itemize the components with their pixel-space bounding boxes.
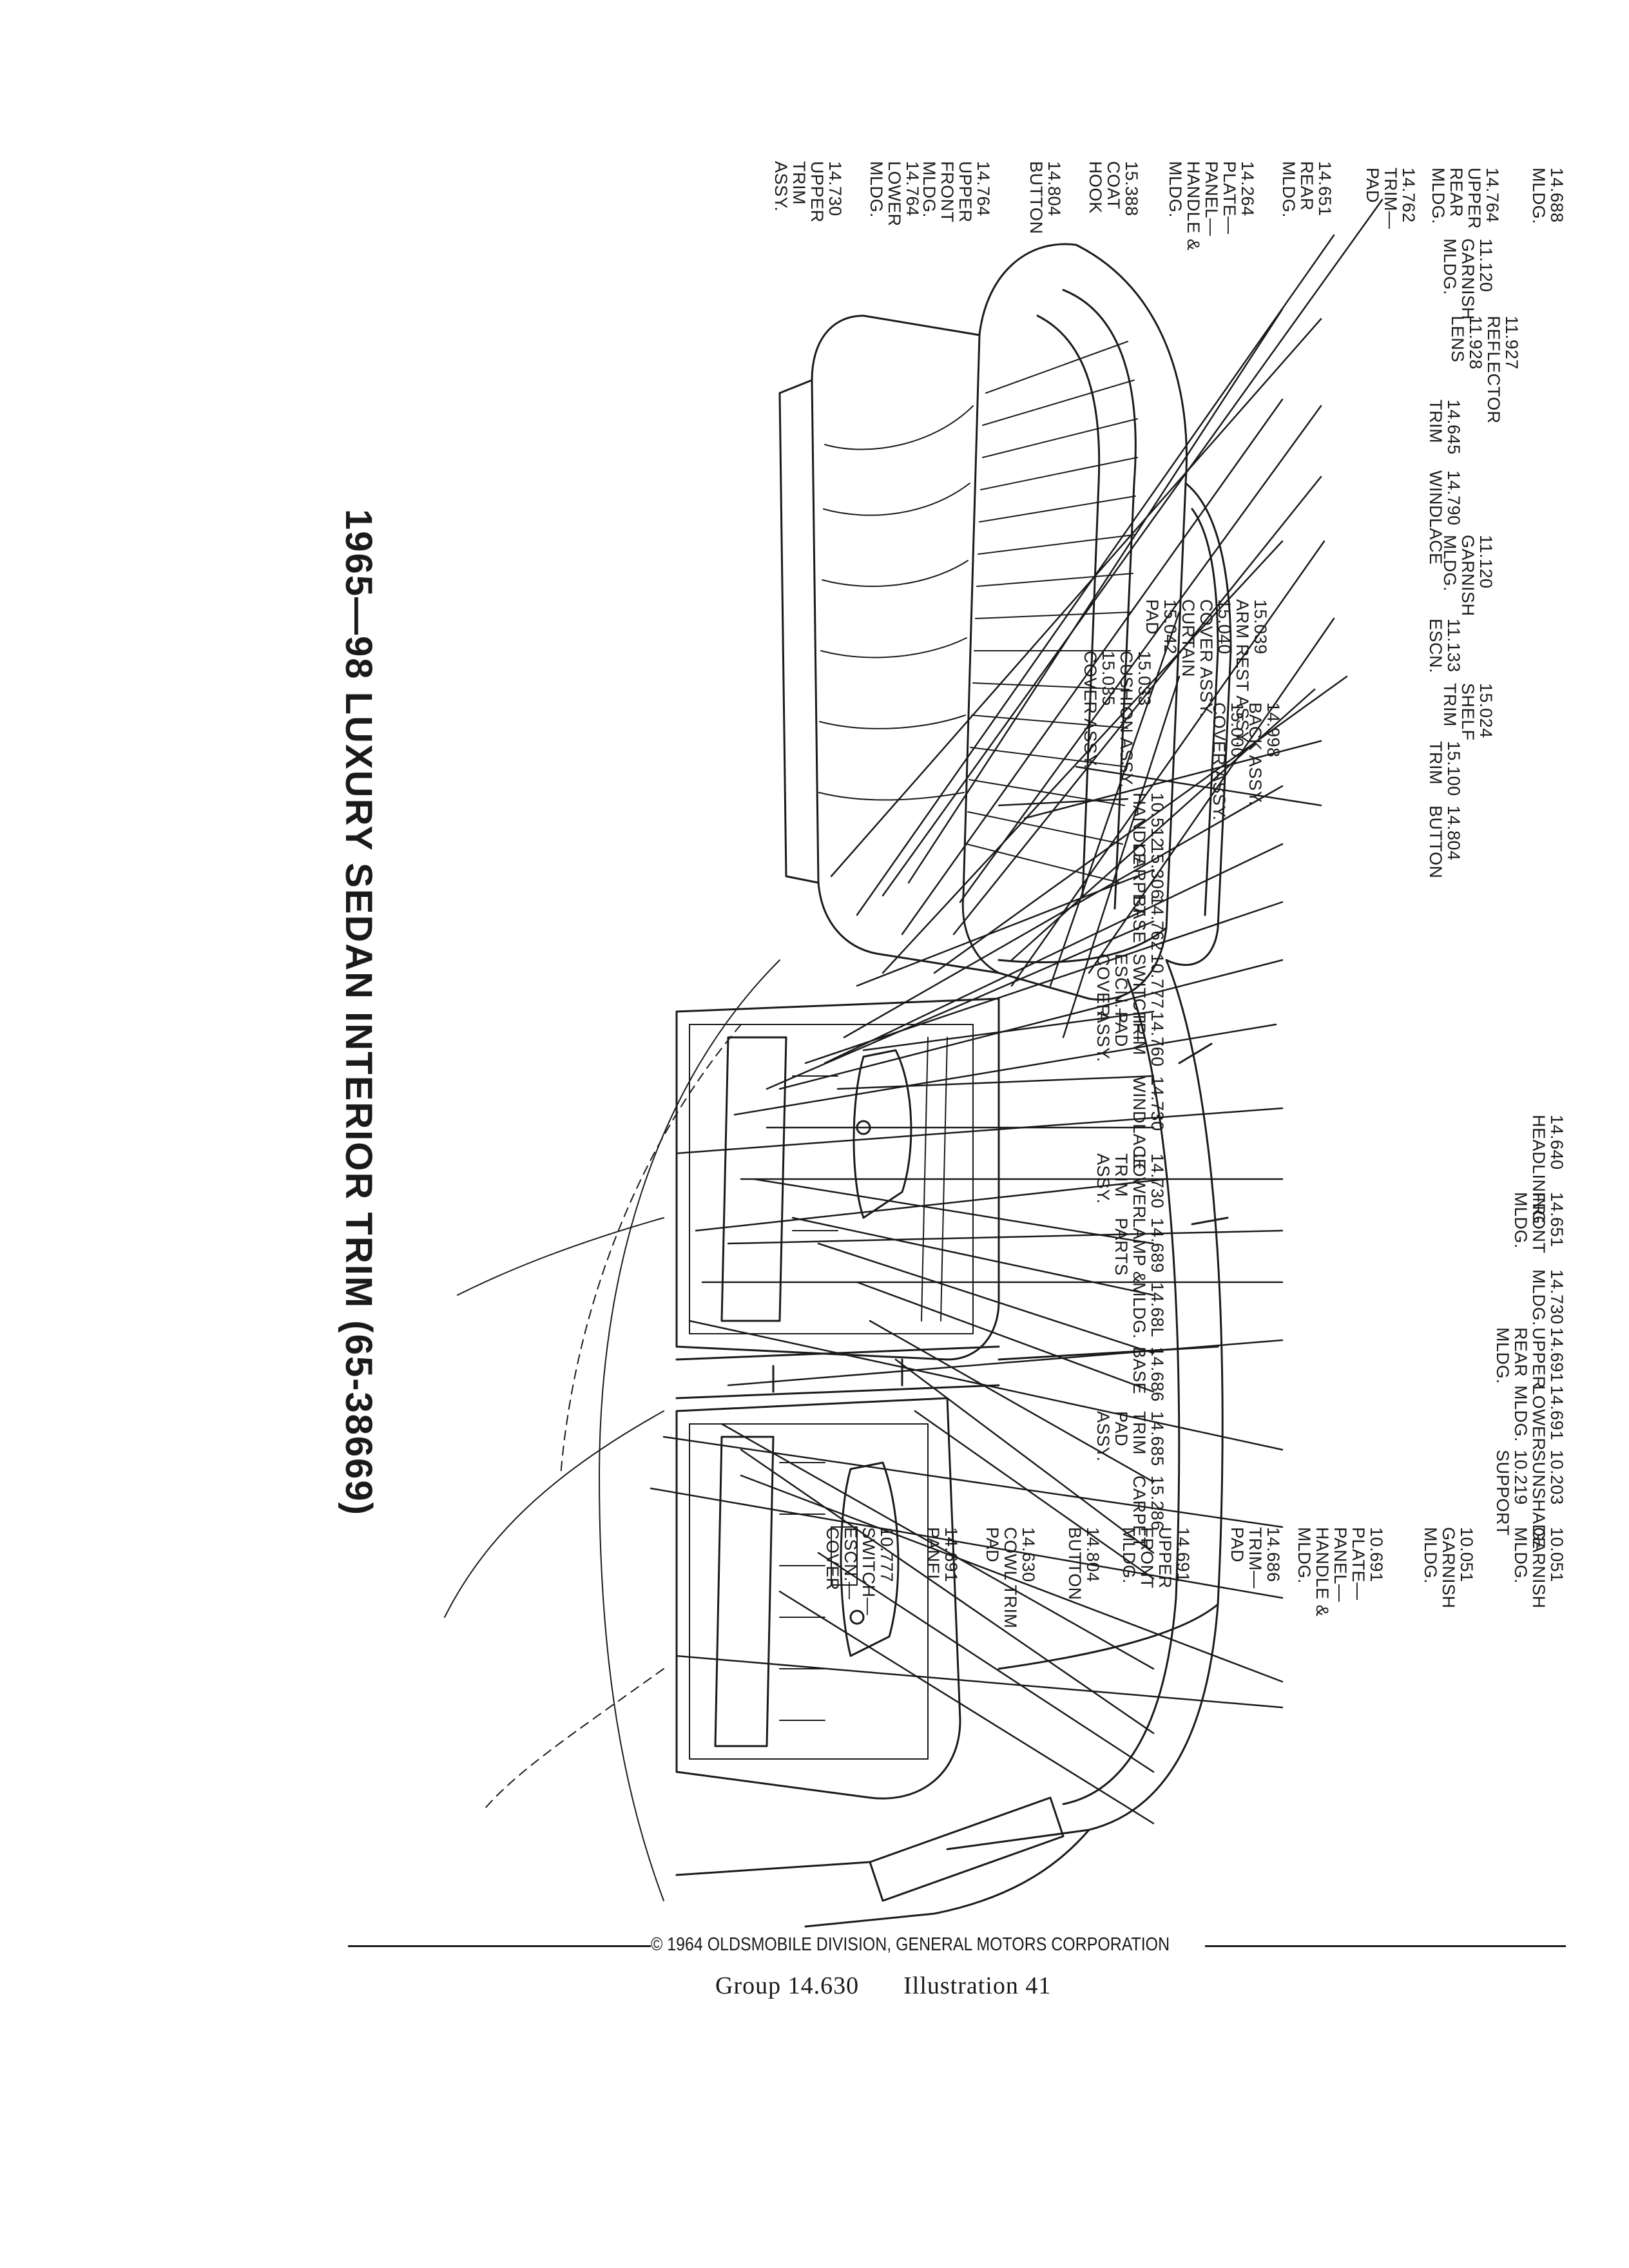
windshield-sunshade xyxy=(675,1796,1090,1928)
callout-15-388: 15.388 COAT HOOK xyxy=(1086,161,1141,216)
rear-seat-back xyxy=(961,243,1188,1001)
callout-14-804-c: 14.804 BUTTON xyxy=(1065,1527,1103,1600)
diagram-title: 1965—98 LUXURY SEDAN INTERIOR TRIM (65-3… xyxy=(338,509,380,1516)
callout-14-764-lower: 14.764 LOWER MLDG. xyxy=(867,161,922,227)
callout-14-688: 14.688 MLDG. xyxy=(1529,168,1566,225)
copyright-line: © 1964 OLDSMOBILE DIVISION, GENERAL MOTO… xyxy=(651,1934,1170,1955)
callout-10-051-b: 10.051 GARNISH MLDG. xyxy=(1421,1527,1476,1609)
callout-15-024: 15.024 SHELF TRIM xyxy=(1440,683,1496,741)
callout-14-730-lower: 14.730 LOWER TRIM ASSY. xyxy=(1094,1153,1167,1219)
callout-10-691: 10.691 PLATE— PANEL— HANDLE & MLDG. xyxy=(1295,1527,1386,1617)
footer-rule-right xyxy=(1205,1945,1566,1947)
callout-10-051-a: 10.051 GARNISH MLDG. xyxy=(1511,1527,1566,1609)
rear-seat-cushion xyxy=(778,314,1000,974)
footer-rule-left xyxy=(348,1945,651,1947)
rear-window-frame xyxy=(1165,482,1232,966)
rotated-illustration-sheet: 14.688 MLDG. 11.120 GARNISH MLDG. 11.927… xyxy=(303,122,1579,1978)
callout-14-689: 14.689 LAMP & PARTS xyxy=(1112,1218,1167,1283)
callout-14-760: 14.760 TRIM PAD ASSY. xyxy=(1094,1012,1167,1067)
callout-14-691-upper-rear: 14.691 UPPER REAR MLDG. xyxy=(1493,1327,1566,1389)
callout-14-762-base: 14.762 BASE xyxy=(1130,896,1167,951)
callout-14-686-trim-pad: 14.686 TRIM— PAD xyxy=(1228,1527,1283,1589)
callout-14-691-lower: 14.691 LOWER MLDG. xyxy=(1511,1385,1566,1451)
callout-14-762-trim-pad: 14.762 TRIM— PAD xyxy=(1363,168,1418,229)
callout-14-651-rear: 14.651 REAR MLDG. xyxy=(1279,161,1335,218)
illustration-label: Illustration 41 xyxy=(903,1972,1052,1999)
callout-14-998: 14.998 BACK ASSY. 15.000 COVER ASSY. xyxy=(1210,702,1283,821)
callout-14-681: 14.68l MLDG. xyxy=(1130,1282,1167,1340)
roof-headlining xyxy=(946,959,1229,1850)
callout-10-777-b: 10.777 SWITCH— ESCN.— COVER xyxy=(823,1527,896,1615)
callout-14-686-base: 14.686 BASE xyxy=(1130,1347,1167,1402)
callout-14-264: 14.264 PLATE— PANEL— HANDLE & MLDG. xyxy=(1166,161,1257,251)
callout-11-133: 11.133 ESCN. xyxy=(1426,619,1463,674)
callout-14-691-upper-front: 14.691 UPPER FRONT MLDG. xyxy=(1119,1527,1193,1589)
callout-14-804-a: 14.804 BUTTON xyxy=(1426,805,1463,879)
callout-14-630: 14.630 COWL TRIM PAD xyxy=(983,1527,1038,1629)
callout-14-730-mldg: 14.730 MLDG. xyxy=(1529,1269,1566,1327)
callout-15-033: 15.033 CUSHION ASSY. 15.035 COVER ASSY. xyxy=(1081,651,1154,789)
callout-14-685: 14.685 TRIM PAD ASSY. xyxy=(1094,1411,1167,1466)
callout-11-120-a: 11.120 GARNISH MLDG. xyxy=(1440,238,1496,320)
group-label: Group 14.630 xyxy=(715,1972,860,1999)
callout-11-120-b: 11.120 GARNISH MLDG. xyxy=(1440,535,1496,617)
front-door-panel xyxy=(675,1397,961,1800)
callout-14-764-upper-rear: 14.764 UPPER REAR MLDG. xyxy=(1429,168,1502,229)
callout-14-651-front: 14.651 FRONT MLDG. xyxy=(1511,1192,1566,1254)
callout-14-691-panel: 14.691 PANEL xyxy=(923,1527,961,1585)
group-illustration-line: Group 14.630 Illustration 41 xyxy=(715,1972,1051,2000)
callout-14-804-b: 14.804 BUTTON xyxy=(1027,161,1064,235)
callout-15-100: 15.100 TRIM xyxy=(1426,741,1463,796)
callout-14-645: 14.645 TRIM xyxy=(1426,399,1463,455)
interior-trim-line-drawing xyxy=(444,198,1383,1928)
floor-carpet xyxy=(444,959,780,1901)
callout-14-764-upper-front: 14.764 UPPER FRONT MLDG. xyxy=(920,161,993,223)
callout-14-730-upper: 14.730 UPPER TRIM ASSY. xyxy=(771,161,845,223)
leader-lines xyxy=(650,198,1383,1825)
